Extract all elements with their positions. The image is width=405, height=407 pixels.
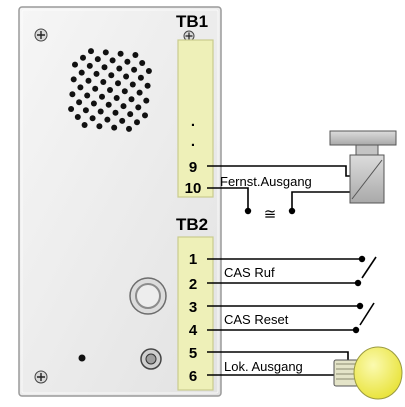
speaker-hole xyxy=(94,56,101,63)
speaker-hole xyxy=(113,95,120,101)
speaker-hole xyxy=(97,108,104,115)
speaker-hole xyxy=(136,89,143,96)
speaker-hole xyxy=(85,77,92,84)
screw-icon xyxy=(34,28,48,42)
terminal-dot xyxy=(358,255,366,263)
speaker-hole xyxy=(124,58,131,65)
speaker-hole xyxy=(89,115,96,122)
speaker-hole xyxy=(132,52,139,58)
speaker-hole xyxy=(107,87,113,93)
speaker-hole xyxy=(78,69,85,76)
speaker-hole xyxy=(101,64,108,71)
terminal-dot xyxy=(288,207,296,215)
terminal-block-tb2 xyxy=(177,236,214,391)
speaker-hole xyxy=(111,124,118,131)
speaker-hole xyxy=(96,123,103,130)
local-output-label: Lok. Ausgang xyxy=(224,359,303,374)
screw-icon xyxy=(34,370,48,384)
tb2-pin-6: 6 xyxy=(189,368,197,385)
cas-call-wiring xyxy=(207,258,362,284)
speaker-hole xyxy=(76,99,83,106)
speaker-hole xyxy=(131,66,138,73)
speaker-hole xyxy=(126,125,132,132)
speaker-hole xyxy=(144,82,151,89)
switch-icon xyxy=(359,302,375,326)
terminal-dot xyxy=(244,207,252,215)
speaker-hole xyxy=(115,80,121,87)
speaker-hole xyxy=(128,96,135,103)
speaker-hole xyxy=(93,70,100,77)
intercom-panel xyxy=(18,6,222,397)
speaker-hole xyxy=(135,104,142,111)
speaker-hole xyxy=(137,74,144,81)
tb2-pin-4: 4 xyxy=(189,322,198,339)
terminal-block-tb1 xyxy=(177,39,214,198)
microphone-icon xyxy=(78,354,86,362)
speaker-hole xyxy=(86,62,93,69)
approx-symbol: ≅ xyxy=(264,206,277,223)
tb1-pin-10: 10 xyxy=(185,180,202,197)
speaker-hole xyxy=(121,88,128,95)
tb1-pin-dot-2: . xyxy=(191,133,195,150)
speaker-hole xyxy=(142,112,148,119)
speaker-hole xyxy=(99,93,105,100)
speaker-hole xyxy=(77,84,84,91)
speaker-hole xyxy=(88,48,94,55)
speaker-hole xyxy=(104,116,111,123)
tb2-label: TB2 xyxy=(176,215,208,234)
speaker-hole xyxy=(100,79,107,85)
speaker-hole xyxy=(105,101,112,108)
speaker-hole xyxy=(127,111,134,118)
tb2-pin-5: 5 xyxy=(189,345,197,362)
speaker-hole xyxy=(120,103,127,110)
cas-reset-label: CAS Reset xyxy=(224,312,289,327)
speaker-hole xyxy=(108,72,115,79)
speaker-hole xyxy=(145,68,152,74)
speaker-hole xyxy=(116,65,123,72)
speaker-hole xyxy=(134,119,140,126)
speaker-hole xyxy=(74,114,81,120)
switch-icon xyxy=(361,256,377,279)
speaker-hole xyxy=(82,107,89,114)
speaker-hole xyxy=(123,73,130,80)
speaker-hole xyxy=(72,61,78,68)
speaker-hole xyxy=(119,117,126,124)
call-button-icon xyxy=(129,277,167,315)
speaker-hole xyxy=(68,106,75,112)
lamp-icon xyxy=(333,346,403,400)
tb1-pin-dot-1: . xyxy=(191,113,195,130)
tb1-pin-9: 9 xyxy=(189,159,197,176)
speaker-hole xyxy=(143,97,150,104)
cas-call-label: CAS Ruf xyxy=(224,265,275,280)
terminal-dot xyxy=(356,302,364,310)
tb1-label: TB1 xyxy=(176,12,208,31)
indicator-knob-icon xyxy=(140,348,162,370)
speaker-grille-icon xyxy=(68,48,152,132)
speaker-hole xyxy=(81,122,88,128)
remote-output-label: Fernst.Ausgang xyxy=(220,174,312,189)
speaker-hole xyxy=(139,60,146,66)
local-output-wiring xyxy=(207,351,349,376)
speaker-hole xyxy=(80,54,86,61)
terminal-dot xyxy=(352,326,360,334)
speaker-hole xyxy=(117,50,124,57)
speaker-hole xyxy=(92,85,99,92)
speaker-hole xyxy=(90,100,97,107)
remote-output-wiring xyxy=(207,165,352,209)
relay-icon xyxy=(329,130,397,204)
tb2-pin-3: 3 xyxy=(189,299,197,316)
speaker-hole xyxy=(102,49,109,56)
terminal-dot xyxy=(354,279,362,287)
speaker-hole xyxy=(84,92,91,99)
speaker-hole xyxy=(112,109,119,116)
speaker-hole xyxy=(69,91,76,98)
tb2-pin-2: 2 xyxy=(189,276,197,293)
speaker-hole xyxy=(109,57,116,64)
speaker-hole xyxy=(70,76,77,83)
speaker-hole xyxy=(129,81,136,88)
tb2-pin-1: 1 xyxy=(189,251,197,268)
cas-reset-wiring xyxy=(207,305,360,331)
